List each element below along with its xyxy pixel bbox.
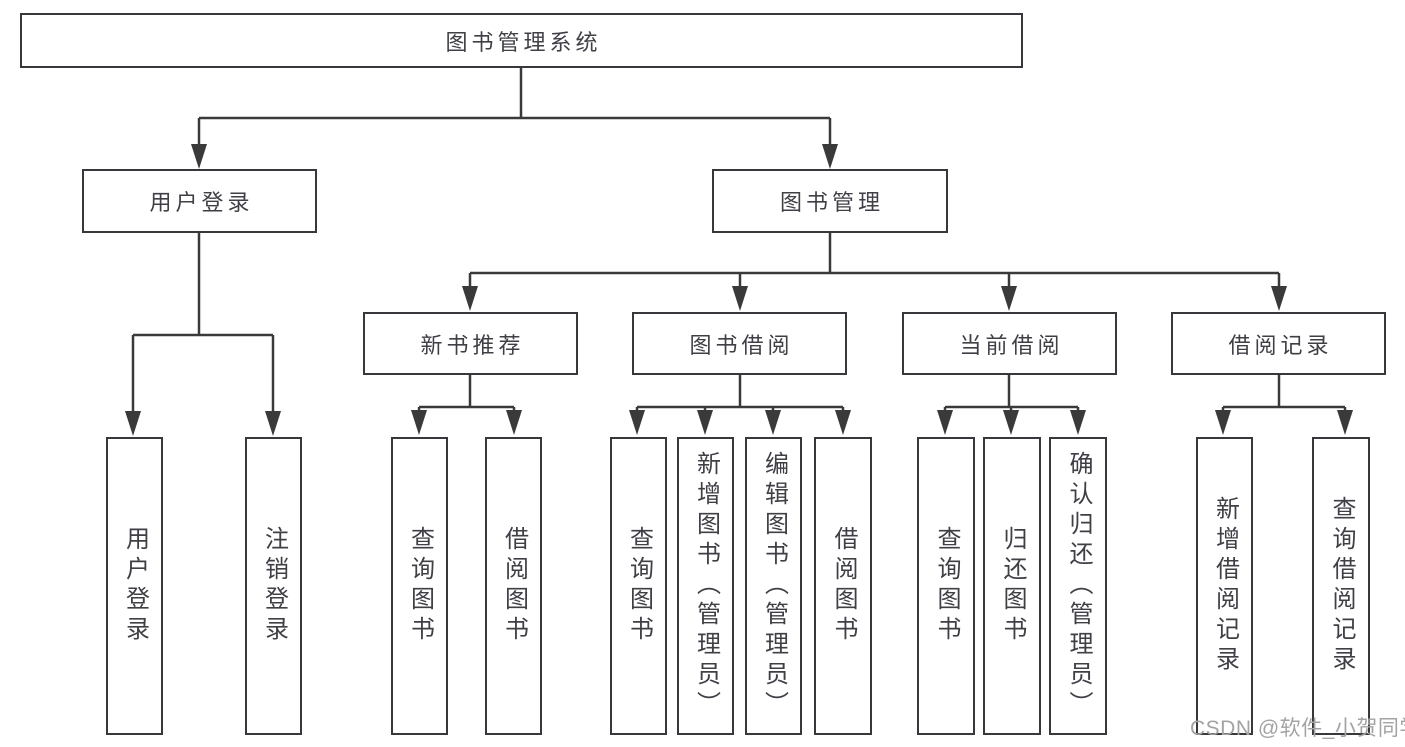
connector-book-management	[468, 233, 1281, 288]
leaf-query-borrow-record-label: 查询借阅记录	[1328, 496, 1355, 676]
node-current-borrow-label: 当前借阅	[959, 332, 1064, 358]
leaf-query-books-borrow: 查询图书	[610, 437, 667, 735]
node-new-book-recommend: 新书推荐	[363, 312, 578, 375]
arrowhead	[411, 410, 427, 435]
node-root: 图书管理系统	[20, 13, 1023, 68]
arrowhead	[937, 410, 953, 435]
arrowhead	[1337, 410, 1353, 435]
connector-user-login	[131, 233, 275, 412]
leaf-logout: 注销登录	[245, 437, 302, 735]
connector-new-book	[417, 375, 516, 412]
leaf-logout-label: 注销登录	[260, 526, 288, 646]
connector-book-borrow	[635, 375, 845, 412]
arrowhead	[835, 410, 851, 435]
connector-root	[197, 68, 832, 146]
arrowhead	[125, 411, 141, 436]
connector-borrow-records	[1221, 375, 1347, 412]
arrowhead	[462, 286, 478, 311]
node-current-borrow: 当前借阅	[902, 312, 1117, 375]
leaf-query-books-borrow-label: 查询图书	[625, 526, 653, 646]
leaf-confirm-return-admin: 确认归还（管理员）	[1049, 437, 1107, 735]
node-book-borrow: 图书借阅	[632, 312, 847, 375]
arrowhead	[765, 410, 781, 435]
leaf-query-borrow-record: 查询借阅记录	[1312, 437, 1370, 735]
leaf-edit-books-admin: 编辑图书（管理员）	[745, 437, 802, 735]
leaf-borrow-books: 借阅图书	[814, 437, 872, 735]
node-book-management: 图书管理	[712, 169, 948, 233]
node-borrow-records: 借阅记录	[1171, 312, 1386, 375]
arrowhead	[191, 144, 207, 169]
node-new-book-recommend-label: 新书推荐	[420, 332, 525, 358]
arrowhead	[506, 410, 522, 435]
arrowhead	[265, 411, 281, 436]
leaf-query-books-current-label: 查询图书	[933, 526, 960, 646]
leaf-query-books-recommend: 查询图书	[391, 437, 448, 735]
arrowhead	[1271, 286, 1287, 311]
leaf-query-books-current: 查询图书	[917, 437, 975, 735]
arrowhead	[732, 286, 748, 311]
leaf-borrow-books-label: 借阅图书	[830, 526, 857, 646]
leaf-borrow-books-recommend-label: 借阅图书	[500, 526, 528, 646]
node-user-login: 用户登录	[82, 169, 317, 233]
arrowhead	[822, 144, 838, 169]
leaf-confirm-return-admin-label: 确认归还（管理员）	[1065, 451, 1092, 721]
leaf-user-login-label: 用户登录	[121, 526, 149, 646]
connector-current-borrow	[943, 375, 1080, 412]
leaf-return-books: 归还图书	[983, 437, 1041, 735]
node-book-borrow-label: 图书借阅	[689, 332, 794, 358]
arrowhead	[697, 410, 713, 435]
arrowhead	[629, 410, 645, 435]
node-root-label: 图书管理系统	[445, 29, 602, 55]
leaf-return-books-label: 归还图书	[999, 526, 1026, 646]
arrowhead	[1215, 410, 1231, 435]
leaf-add-borrow-record: 新增借阅记录	[1196, 437, 1253, 735]
leaf-user-login: 用户登录	[106, 437, 163, 735]
leaf-query-books-recommend-label: 查询图书	[406, 526, 434, 646]
node-user-login-label: 用户登录	[149, 190, 254, 215]
arrowhead	[1003, 410, 1019, 435]
leaf-borrow-books-recommend: 借阅图书	[485, 437, 542, 735]
leaf-add-borrow-record-label: 新增借阅记录	[1211, 496, 1239, 676]
arrowhead	[1070, 410, 1086, 435]
node-book-management-label: 图书管理	[779, 190, 884, 215]
watermark: CSDN @软件_小贺同学	[1190, 717, 1405, 740]
leaf-add-books-admin-label: 新增图书（管理员）	[692, 451, 720, 721]
arrowhead	[1001, 286, 1017, 311]
node-borrow-records-label: 借阅记录	[1228, 332, 1333, 358]
leaf-edit-books-admin-label: 编辑图书（管理员）	[760, 451, 788, 721]
leaf-add-books-admin: 新增图书（管理员）	[677, 437, 734, 735]
